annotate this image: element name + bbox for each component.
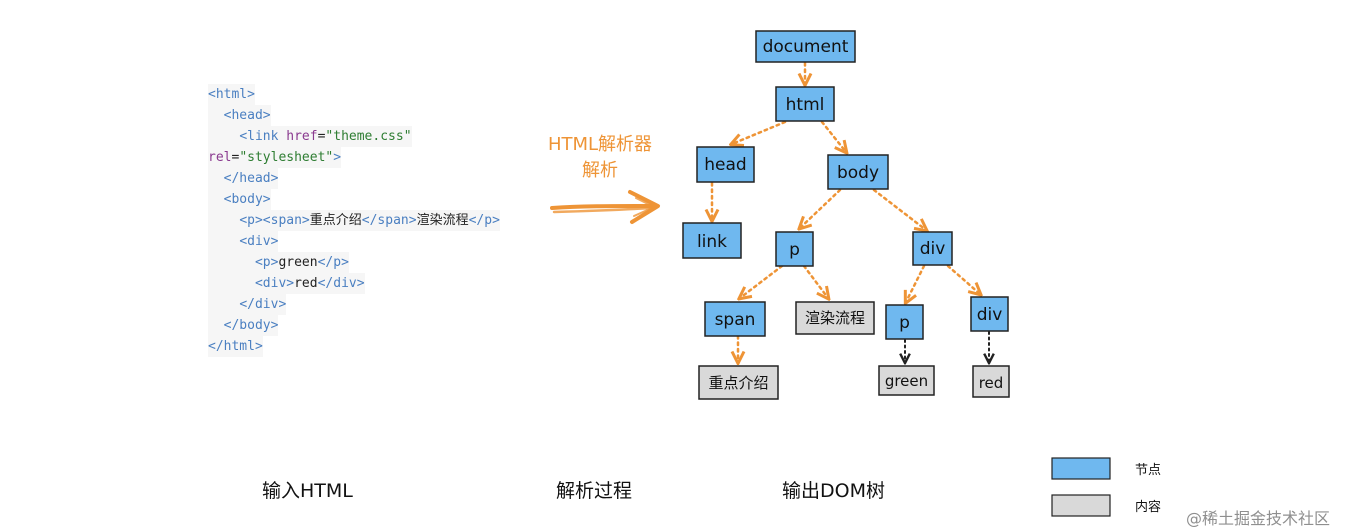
caption-input-html: 输入HTML: [262, 480, 353, 502]
code-line: <html>: [208, 84, 255, 105]
edge-div-div: [946, 264, 980, 294]
code-token: <p>: [254, 255, 279, 270]
node-link: link: [682, 222, 742, 259]
node-document-label: document: [763, 37, 849, 57]
node-div-inner-label: div: [977, 305, 1003, 325]
node-p-inner-label: p: [899, 313, 910, 333]
content-red-label: red: [979, 374, 1004, 392]
legend-content-label: 内容: [1135, 499, 1161, 515]
edge-div-p: [906, 264, 926, 302]
node-span-label: span: [715, 310, 756, 330]
code-token: </div>: [239, 297, 287, 312]
code-token: <head>: [223, 108, 271, 123]
code-line: <p><span>重点介绍</span>渲染流程</p>: [208, 210, 500, 231]
code-token: <p><span>: [239, 213, 310, 228]
legend: 节点 内容: [1051, 457, 1161, 517]
content-focus-intro: 重点介绍: [698, 365, 779, 400]
content-green: green: [878, 365, 935, 396]
code-token: "theme.css": [325, 129, 412, 144]
code-token: </head>: [223, 171, 279, 186]
edge-p-text: [802, 264, 828, 298]
content-render-flow-label: 渲染流程: [805, 309, 865, 327]
edge-body-p: [800, 188, 842, 228]
code-line: <div>: [208, 231, 279, 252]
content-red: red: [972, 365, 1010, 398]
caption-output-dom-tree: 输出DOM树: [782, 480, 885, 502]
legend-node-swatch: [1051, 457, 1111, 480]
parser-label-line2: 解析: [582, 160, 618, 181]
code-line: </head>: [208, 168, 279, 189]
code-token: </body>: [223, 318, 279, 333]
code-line: </div>: [208, 294, 287, 315]
code-token: <body>: [223, 192, 271, 207]
code-line: rel="stylesheet">: [208, 147, 342, 168]
html-source-code: <html> <head> <link href="theme.css"rel=…: [208, 84, 500, 357]
legend-content-swatch: [1051, 494, 1111, 517]
code-token: "stylesheet": [239, 150, 334, 165]
node-body: body: [827, 154, 889, 190]
code-token: </p>: [317, 255, 349, 270]
tree-edges: [712, 61, 980, 362]
code-line: <body>: [208, 189, 271, 210]
code-token: red: [294, 276, 318, 291]
code-line: <p>green</p>: [208, 252, 349, 273]
node-div: div: [912, 231, 953, 266]
edge-html-head: [732, 120, 787, 144]
code-token: </div>: [317, 276, 365, 291]
parser-label: HTML解析器 解析: [538, 132, 662, 184]
edge-html-body: [820, 120, 846, 152]
node-document: document: [755, 30, 856, 63]
code-line: <link href="theme.css": [208, 126, 412, 147]
code-token: rel: [208, 150, 232, 165]
code-token: =: [231, 150, 240, 165]
edge-body-div: [872, 188, 926, 230]
caption-parse-process: 解析过程: [556, 480, 633, 502]
node-p: p: [775, 231, 814, 267]
parse-arrow: [550, 190, 660, 224]
node-div-inner: div: [970, 296, 1009, 332]
node-div-label: div: [920, 239, 946, 259]
code-token: </span>: [361, 213, 417, 228]
code-line: <head>: [208, 105, 271, 126]
node-body-label: body: [837, 163, 879, 183]
code-line: <div>red</div>: [208, 273, 365, 294]
node-p-inner: p: [885, 304, 924, 340]
code-token: 渲染流程: [416, 213, 469, 228]
code-token: <div>: [239, 234, 279, 249]
code-line: </body>: [208, 315, 279, 336]
content-focus-intro-label: 重点介绍: [708, 374, 768, 392]
node-html-label: html: [786, 95, 825, 115]
code-token: >: [333, 150, 342, 165]
node-span: span: [704, 301, 766, 337]
code-token: <div>: [254, 276, 295, 291]
code-token: green: [278, 255, 318, 270]
text-edges: [905, 331, 989, 362]
code-token: =: [317, 129, 326, 144]
parser-label-line1: HTML解析器: [547, 134, 653, 155]
content-render-flow: 渲染流程: [795, 301, 875, 335]
node-html: html: [775, 86, 835, 122]
node-head-label: head: [704, 155, 746, 175]
content-green-label: green: [885, 372, 928, 390]
edge-p-span: [740, 264, 784, 298]
node-head: head: [696, 146, 755, 183]
code-token: 重点介绍: [309, 213, 362, 228]
node-p-label: p: [789, 240, 800, 260]
code-token: <link: [239, 129, 287, 144]
code-token: </html>: [208, 339, 263, 354]
code-token: </p>: [468, 213, 500, 228]
node-link-label: link: [697, 232, 727, 252]
code-token: <html>: [208, 87, 255, 102]
watermark: @稀土掘金技术社区: [1186, 509, 1331, 528]
code-token: href: [286, 129, 318, 144]
legend-node-label: 节点: [1135, 463, 1161, 478]
code-line: </html>: [208, 336, 263, 357]
